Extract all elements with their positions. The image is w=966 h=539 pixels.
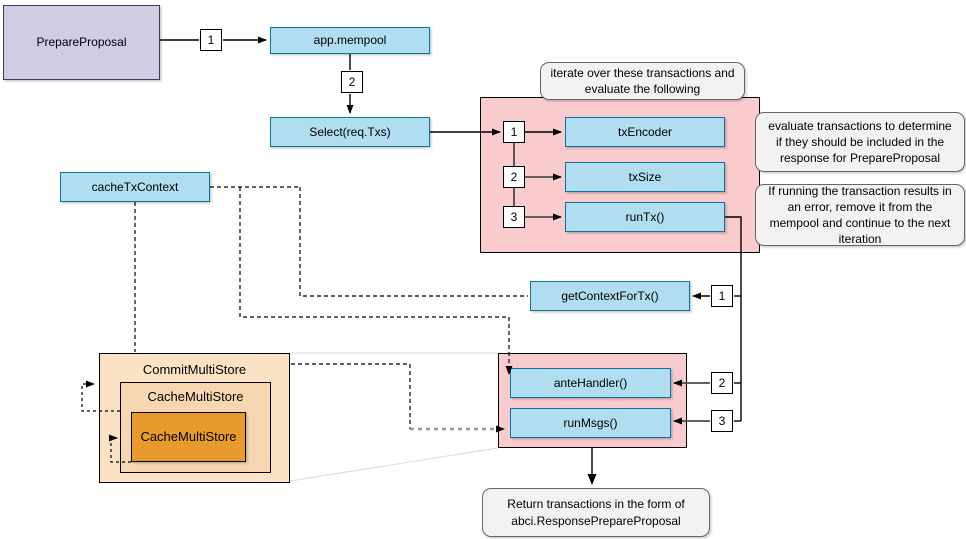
- note-error-handling: If running the transaction results in an…: [755, 184, 965, 246]
- cache-multi-store-inner-label: CacheMultiStore: [140, 428, 237, 444]
- note-error-handling-text: If running the transaction results in an…: [768, 183, 952, 247]
- node-get-context-for-tx: getContextForTx(): [530, 281, 690, 311]
- note-evaluate-text: evaluate transactions to determine if th…: [768, 118, 952, 166]
- node-cache-tx-context: cacheTxContext: [60, 172, 210, 202]
- node-run-tx: runTx(): [565, 202, 725, 232]
- node-select-txs: Select(req.Txs): [270, 117, 430, 147]
- node-run-msgs: runMsgs(): [510, 408, 671, 438]
- run-tx-label: runTx(): [625, 209, 665, 224]
- node-app-mempool: app.mempool: [270, 27, 430, 54]
- node-prepare-proposal: PrepareProposal: [3, 5, 160, 80]
- step-badge-runtx-2: 2: [711, 372, 733, 394]
- tx-size-label: txSize: [628, 169, 662, 184]
- select-txs-label: Select(req.Txs): [309, 124, 391, 139]
- step-badge-top-2: 2: [341, 71, 363, 93]
- node-cache-multi-store-inner: CacheMultiStore: [131, 412, 246, 462]
- note-iterate: iterate over these transactions and eval…: [540, 62, 745, 100]
- faint-link-bottom: [289, 447, 499, 482]
- tx-encoder-label: txEncoder: [617, 124, 673, 139]
- node-tx-encoder: txEncoder: [565, 117, 725, 147]
- note-return-text: Return transactions in the form of abci.…: [507, 497, 685, 528]
- dashed-cachetx-to-antehandler: [239, 187, 513, 375]
- step-badge-loop-3: 3: [503, 206, 525, 228]
- node-ante-handler: anteHandler(): [510, 368, 671, 398]
- dashed-store-to-runmsgs-1: [291, 363, 411, 429]
- app-mempool-label: app.mempool: [313, 33, 387, 47]
- step-badge-runtx-3: 3: [711, 410, 733, 432]
- note-evaluate: evaluate transactions to determine if th…: [755, 112, 965, 172]
- run-msgs-label: runMsgs(): [563, 415, 618, 430]
- get-context-for-tx-label: getContextForTx(): [561, 288, 659, 303]
- prepare-proposal-label: PrepareProposal: [36, 35, 127, 49]
- cache-multi-store-outer-label: CacheMultiStore: [147, 389, 244, 404]
- cache-tx-context-label: cacheTxContext: [91, 179, 179, 194]
- node-tx-size: txSize: [565, 162, 725, 192]
- commit-multi-store-label: CommitMultiStore: [142, 362, 247, 377]
- step-badge-loop-2: 2: [503, 166, 525, 188]
- step-badge-loop-1: 1: [503, 121, 525, 143]
- step-badge-runtx-1: 1: [711, 285, 733, 307]
- note-iterate-text: iterate over these transactions and eval…: [550, 65, 735, 96]
- ante-handler-label: anteHandler(): [553, 375, 628, 390]
- note-return: Return transactions in the form of abci.…: [482, 488, 710, 537]
- step-badge-top-1: 1: [200, 29, 222, 51]
